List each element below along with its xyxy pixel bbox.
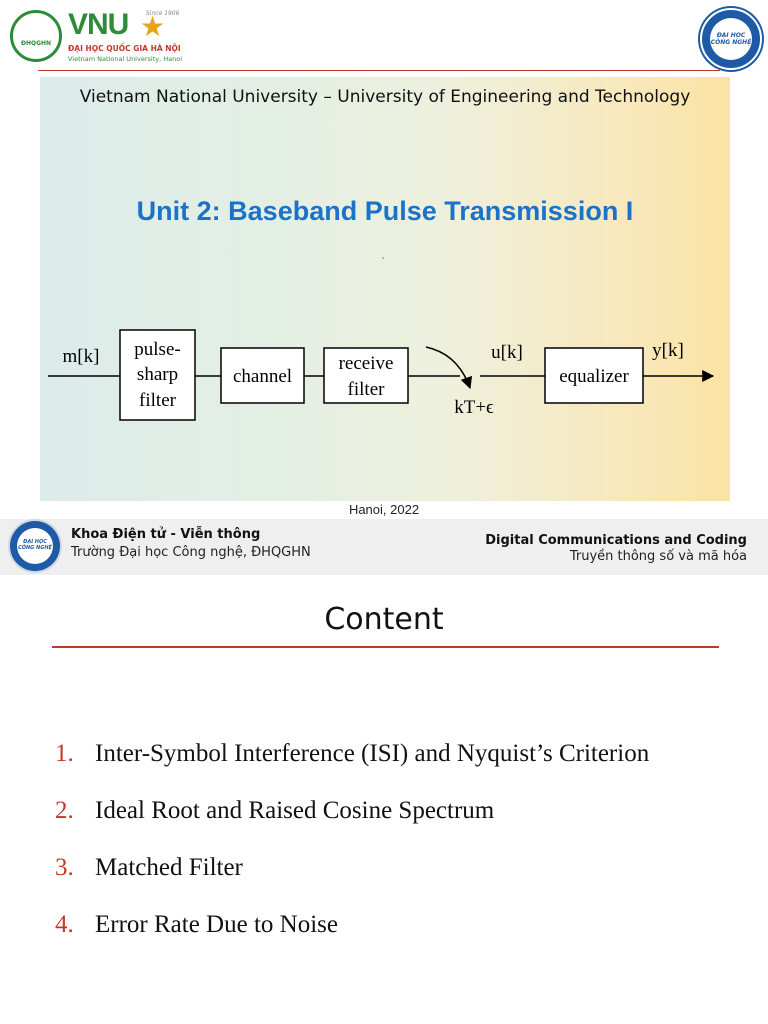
header-divider xyxy=(38,70,720,71)
stray-mark: ' xyxy=(382,256,385,265)
vnu-emblem-text: ĐHQGHN xyxy=(20,40,52,47)
input-label: m[k] xyxy=(63,346,100,367)
sample-label: u[k] xyxy=(491,342,523,363)
item-text: Inter-Symbol Interference (ISI) and Nyqu… xyxy=(95,740,650,767)
block-label-line: equalizer xyxy=(559,366,629,387)
content-heading: Content xyxy=(324,602,444,637)
vnu-wordmark: VNU xyxy=(68,8,129,41)
unit-title: Unit 2: Baseband Pulse Transmission I xyxy=(136,196,634,226)
sampler-label: kT+ϵ xyxy=(454,397,494,418)
sampler-arrow xyxy=(425,346,473,390)
item-text: Error Rate Due to Noise xyxy=(95,911,338,938)
footer-band xyxy=(0,519,768,575)
list-item: 1. Inter-Symbol Interference (ISI) and N… xyxy=(55,740,755,797)
uet-logo-inner: ĐẠI HỌC CÔNG NGHỆ xyxy=(17,528,53,564)
block-diagram: m[k] pulse- sharp filter channel receive… xyxy=(48,329,715,421)
vnu-name-en: Vietnam National University, Hanoi xyxy=(68,55,183,63)
uet-logo-text: ĐẠI HỌC CÔNG NGHỆ xyxy=(18,539,52,551)
channel-block xyxy=(220,347,305,404)
list-item: 3. Matched Filter xyxy=(55,854,755,911)
uet-logo-inner: ĐẠI HỌC CÔNG NGHỆ xyxy=(710,18,752,60)
receive-filter-block xyxy=(323,347,409,404)
pulse-shaping-filter-block xyxy=(119,329,196,421)
item-text: Ideal Root and Raised Cosine Spectrum xyxy=(95,797,495,824)
vnu-since: Since 1906 xyxy=(146,10,180,17)
item-number: 3. xyxy=(55,854,74,881)
block-label-line: pulse- xyxy=(134,339,180,360)
uet-logo: ĐẠI HỌC CÔNG NGHỆ xyxy=(700,8,762,70)
item-number: 4. xyxy=(55,911,74,938)
item-number: 1. xyxy=(55,740,74,767)
course-title-en: Digital Communications and Coding xyxy=(485,533,747,548)
list-item: 4. Error Rate Due to Noise xyxy=(55,911,755,968)
faculty-name: Khoa Điện tử - Viễn thông xyxy=(71,527,261,542)
output-label: y[k] xyxy=(652,340,684,361)
equalizer-block xyxy=(544,347,644,404)
vnu-name-vi: ĐẠI HỌC QUỐC GIA HÀ NỘI xyxy=(68,44,181,53)
title-panel xyxy=(40,77,730,501)
star-icon: ★ xyxy=(140,10,166,43)
uet-logo-text: ĐẠI HỌC CÔNG NGHỆ xyxy=(710,32,752,46)
university-name: Vietnam National University – University… xyxy=(79,87,691,107)
block-label-line: channel xyxy=(233,366,292,387)
block-label-line: filter xyxy=(139,390,177,411)
list-item: 2. Ideal Root and Raised Cosine Spectrum xyxy=(55,797,755,854)
vnu-emblem-icon xyxy=(10,10,62,62)
block-label-line: receive xyxy=(339,353,394,374)
uet-logo-small: ĐẠI HỌC CÔNG NGHỆ xyxy=(10,521,60,571)
block-label-line: sharp xyxy=(137,364,178,385)
item-number: 2. xyxy=(55,797,74,824)
block-label-line: filter xyxy=(348,379,386,400)
course-title-vi: Truyền thông số và mã hóa xyxy=(569,549,747,564)
vnu-logo: ĐHQGHN VNU ★ Since 1906 ĐẠI HỌC QUỐC GIA… xyxy=(10,6,186,68)
location-date: Hanoi, 2022 xyxy=(348,502,420,517)
school-name: Trường Đại học Công nghệ, ĐHQGHN xyxy=(71,545,311,560)
content-list: 1. Inter-Symbol Interference (ISI) and N… xyxy=(55,740,755,968)
content-divider xyxy=(52,646,719,648)
item-text: Matched Filter xyxy=(95,854,243,881)
